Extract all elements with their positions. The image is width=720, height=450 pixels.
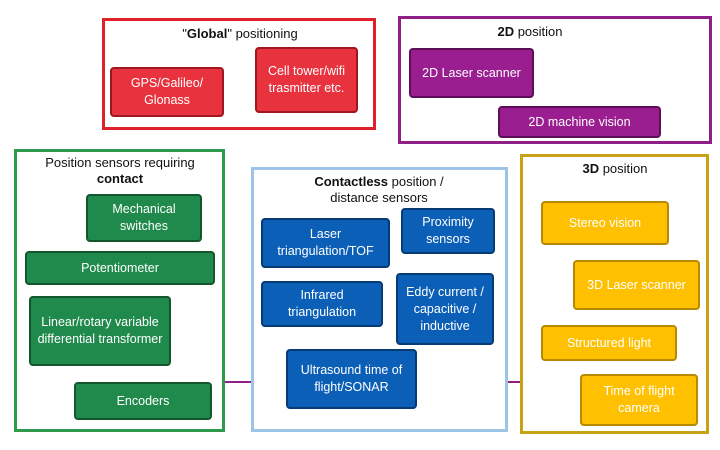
global-positioning-title: "Global" positioning xyxy=(150,26,330,42)
contactless-sensors-title: Contactless position / distance sensors xyxy=(284,174,474,206)
title-suffix: " positioning xyxy=(227,26,298,41)
node-mechanical-switches: Mechanical switches xyxy=(86,194,202,242)
3d-position-title: 3D position xyxy=(555,161,675,177)
node-tof-camera: Time of flight camera xyxy=(580,374,698,426)
node-laser-triangulation: Laser triangulation/TOF xyxy=(261,218,390,268)
title-bold: Contactless xyxy=(314,174,389,189)
2d-position-title: 2D position xyxy=(470,24,590,40)
node-2d-machine-vision: 2D machine vision xyxy=(498,106,661,138)
node-stereo-vision: Stereo vision xyxy=(541,201,669,245)
contact-sensors-title: Position sensors requiring contact xyxy=(22,155,218,187)
title-line2: distance sensors xyxy=(330,190,428,205)
node-infrared-triangulation: Infrared triangulation xyxy=(261,281,383,327)
title-suffix: position xyxy=(599,161,648,176)
node-structured-light: Structured light xyxy=(541,325,677,361)
title-prefix: " xyxy=(182,26,187,41)
node-3d-laser-scanner: 3D Laser scanner xyxy=(573,260,700,310)
title-bold: Global xyxy=(186,26,228,41)
title-bold: contact xyxy=(96,171,144,186)
node-lvdt: Linear/rotary variable differential tran… xyxy=(29,296,171,366)
connector-contact-to-contactless xyxy=(225,381,251,383)
node-potentiometer: Potentiometer xyxy=(25,251,215,285)
node-proximity-sensors: Proximity sensors xyxy=(401,208,495,254)
node-eddy-current: Eddy current / capacitive / inductive xyxy=(396,273,494,345)
title-line1: Position sensors requiring xyxy=(45,155,195,170)
node-ultrasound-tof: Ultrasound time of flight/SONAR xyxy=(286,349,417,409)
node-2d-laser-scanner: 2D Laser scanner xyxy=(409,48,534,98)
title-bold: 3D xyxy=(582,161,600,176)
node-gps: GPS/Galileo/ Glonass xyxy=(110,67,224,117)
node-cell-tower: Cell tower/wifi trasmitter etc. xyxy=(255,47,358,113)
title-suffix: position / xyxy=(388,174,444,189)
node-encoders: Encoders xyxy=(74,382,212,420)
connector-contactless-to-3d xyxy=(508,381,520,383)
title-suffix: position xyxy=(514,24,563,39)
title-bold: 2D xyxy=(497,24,515,39)
